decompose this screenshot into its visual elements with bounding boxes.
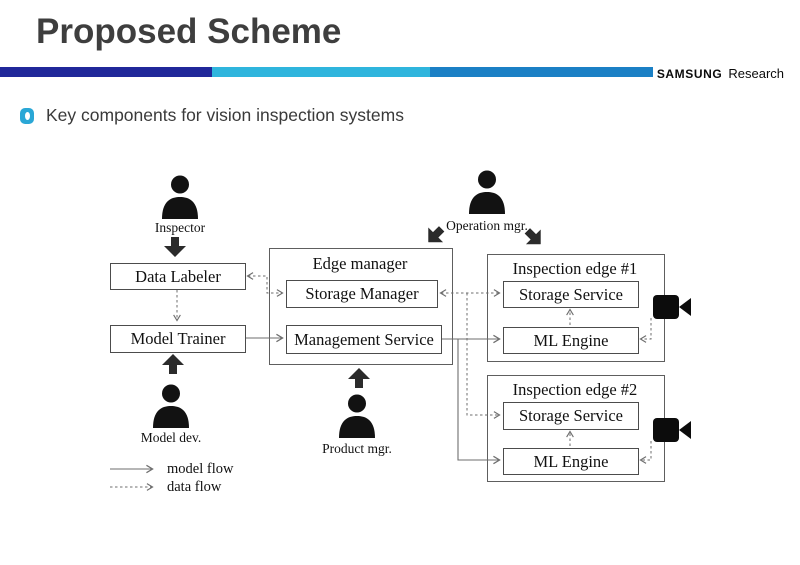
- bullet-icon: [20, 107, 34, 124]
- bullet-text: Key components for vision inspection sys…: [46, 105, 404, 125]
- model-dev-person-icon: [153, 384, 189, 428]
- arrow-management-service-to-ml-engine-2: [457, 339, 501, 465]
- arrow-camera-1-to-ml-engine-1: [639, 318, 652, 343]
- storage-service-1-box: Storage Service: [503, 281, 639, 308]
- inspection-edge-2-title: Inspection edge #2: [512, 380, 638, 399]
- accent-bar-navy: [0, 67, 212, 77]
- operation-mgr-person-icon: [469, 170, 505, 214]
- brand-logo: SAMSUNG Research: [657, 66, 784, 81]
- samsung-wordmark: SAMSUNG: [656, 67, 723, 81]
- inspector-down-arrow-icon: [164, 237, 186, 257]
- model-dev-up-arrow-icon: [162, 354, 184, 374]
- accent-bar-cyan: [212, 67, 430, 77]
- product-mgr-person-icon: [339, 394, 375, 438]
- edge-manager-title: Edge manager: [312, 254, 408, 273]
- legend-model-flow-label: model flow: [167, 461, 234, 477]
- research-wordmark: Research: [728, 66, 784, 81]
- storage-manager-box: Storage Manager: [286, 280, 438, 308]
- page-title: Proposed Scheme: [36, 12, 342, 51]
- operation-mgr-label: Operation mgr.: [446, 218, 528, 233]
- arrow-data-labeler-storage-manager: [246, 272, 284, 297]
- arrow-storage-manager-to-storage-service-2: [466, 293, 501, 419]
- data-labeler-box: Data Labeler: [110, 263, 246, 290]
- product-mgr-up-arrow-icon: [348, 368, 370, 388]
- camera-2-icon: [653, 418, 691, 442]
- model-dev-label: Model dev.: [140, 430, 202, 445]
- legend-data-flow-label: data flow: [167, 479, 222, 495]
- accent-bar-blue: [430, 67, 653, 77]
- operation-mgr-left-arrow-icon: [428, 226, 445, 243]
- inspector-person-icon: [162, 175, 198, 219]
- operation-mgr-right-arrow-icon: [524, 228, 541, 245]
- inspector-label: Inspector: [154, 220, 206, 235]
- ml-engine-1-box: ML Engine: [503, 327, 639, 354]
- inspection-edge-1-title: Inspection edge #1: [512, 259, 638, 278]
- model-trainer-box: Model Trainer: [110, 325, 246, 353]
- camera-1-icon: [653, 295, 691, 319]
- arrow-camera-2-to-ml-engine-2: [639, 441, 652, 464]
- key-bullet: Key components for vision inspection sys…: [20, 105, 404, 126]
- ml-engine-2-box: ML Engine: [503, 448, 639, 475]
- storage-service-2-box: Storage Service: [503, 402, 639, 430]
- product-mgr-label: Product mgr.: [322, 441, 392, 456]
- management-service-box: Management Service: [286, 325, 442, 354]
